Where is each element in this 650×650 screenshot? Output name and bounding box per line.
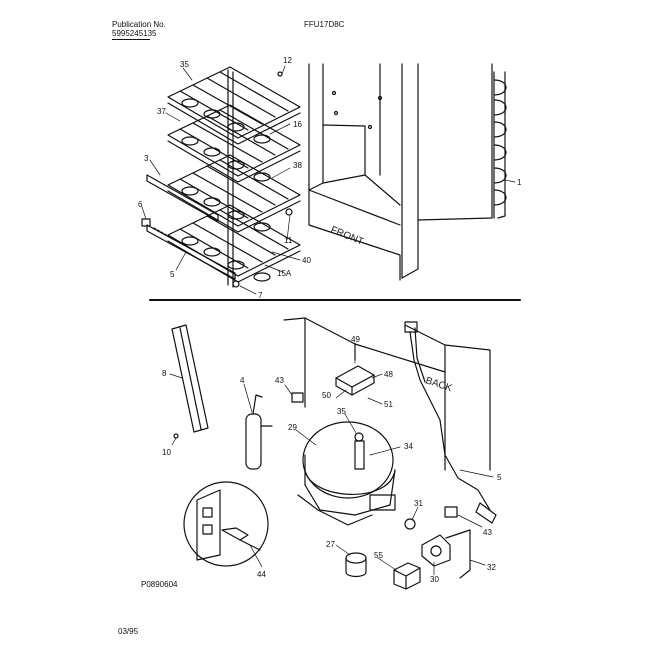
callout-5-top: 5 <box>170 270 175 279</box>
plug-connector <box>475 502 497 524</box>
callout-3: 3 <box>144 154 149 163</box>
callout-4: 4 <box>240 376 245 385</box>
model-number: FFU17D8C <box>304 20 345 29</box>
compressor <box>297 421 396 526</box>
callout-10: 10 <box>162 448 171 457</box>
screw-part-7 <box>232 280 240 288</box>
callout-44: 44 <box>257 570 266 579</box>
callout-6: 6 <box>138 200 143 209</box>
callout-55: 55 <box>374 551 383 560</box>
date-label: 03/95 <box>118 627 139 636</box>
screw-part-11 <box>285 208 293 216</box>
trim-strip <box>171 324 209 439</box>
callout-50: 50 <box>322 391 331 400</box>
cabinet <box>308 63 493 281</box>
callout-31: 31 <box>414 499 423 508</box>
callout-48: 48 <box>384 370 393 379</box>
cabinet-back <box>283 317 491 471</box>
callout-12: 12 <box>283 56 292 65</box>
callout-43b: 43 <box>483 528 492 537</box>
clip-part-43b <box>444 506 458 518</box>
screw-part-12 <box>277 71 283 77</box>
callout-30: 30 <box>430 575 439 584</box>
leader-lines <box>141 65 516 576</box>
callout-37: 37 <box>157 107 166 116</box>
callout-29: 29 <box>288 423 297 432</box>
evaporator-coil <box>493 71 507 219</box>
grommet-part-27 <box>345 552 367 578</box>
callout-49: 49 <box>351 335 360 344</box>
shelf-rail-lower <box>146 224 236 280</box>
publication-label: Publication No. <box>112 20 166 29</box>
publication-underline <box>112 39 150 40</box>
callout-15a: 15A <box>277 269 292 278</box>
callout-7: 7 <box>258 291 263 300</box>
filter-drier <box>245 394 273 470</box>
callout-35-top: 35 <box>180 60 189 69</box>
shelf-1 <box>167 66 301 145</box>
back-label: BACK <box>424 375 454 394</box>
relay-part-30 <box>421 534 451 567</box>
shelf-3 <box>167 154 301 233</box>
outlet-detail <box>183 481 269 567</box>
callout-38: 38 <box>293 161 302 170</box>
wire-harness <box>409 331 491 511</box>
callout-27: 27 <box>326 540 335 549</box>
callout-1: 1 <box>517 178 522 187</box>
front-label: FRONT <box>329 225 365 248</box>
callout-11: 11 <box>284 236 293 245</box>
callout-16: 16 <box>293 120 302 129</box>
clip-part-43a <box>291 392 304 403</box>
shelf-rail-upper <box>146 174 219 222</box>
support-rods <box>227 69 234 288</box>
callout-35-bottom: 35 <box>337 407 346 416</box>
relay-assembly <box>335 365 375 396</box>
grommet-part-31 <box>404 518 416 530</box>
callout-51: 51 <box>384 400 393 409</box>
clip-part-6 <box>141 218 151 227</box>
callout-5-bottom: 5 <box>497 473 502 482</box>
wire-part-32 <box>445 529 471 579</box>
callout-32: 32 <box>487 563 496 572</box>
callout-40: 40 <box>302 256 311 265</box>
callout-8: 8 <box>162 369 167 378</box>
callout-43a: 43 <box>275 376 284 385</box>
diagram-code: P0890604 <box>141 580 178 589</box>
cover-part-55 <box>393 562 421 590</box>
publication-number: 5995245135 <box>112 29 157 38</box>
callout-34: 34 <box>404 442 413 451</box>
